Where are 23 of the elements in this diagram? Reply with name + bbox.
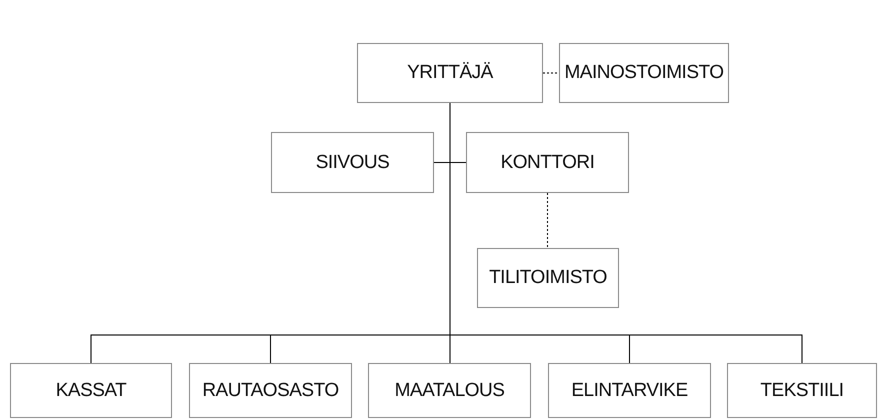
unit-name: YRITTÄJÄ <box>407 62 493 84</box>
unit-name: TILITOIMISTO <box>489 267 607 289</box>
org-box <box>559 43 729 103</box>
unit-name: RAUTAOSASTO <box>202 380 339 402</box>
unit-name: ELINTARVIKE <box>571 380 688 402</box>
connector-line <box>542 72 560 74</box>
org-box <box>189 363 352 418</box>
org-box <box>548 363 711 418</box>
org-box <box>10 363 172 418</box>
org-box <box>466 132 629 193</box>
org-box <box>357 43 543 103</box>
org-box <box>271 132 434 193</box>
org-box <box>727 363 877 418</box>
org-box <box>368 363 531 418</box>
unit-name: TEKSTIILI <box>760 380 844 402</box>
connector-line <box>547 192 548 248</box>
unit-name: KASSAT <box>56 380 126 402</box>
unit-name: MAATALOUS <box>394 380 504 402</box>
unit-name: MAINOSTOIMISTO <box>564 62 724 84</box>
connector-line <box>434 162 466 163</box>
org-box <box>477 248 619 308</box>
unit-name: SIIVOUS <box>316 152 390 174</box>
unit-name: KONTTORI <box>500 152 594 174</box>
